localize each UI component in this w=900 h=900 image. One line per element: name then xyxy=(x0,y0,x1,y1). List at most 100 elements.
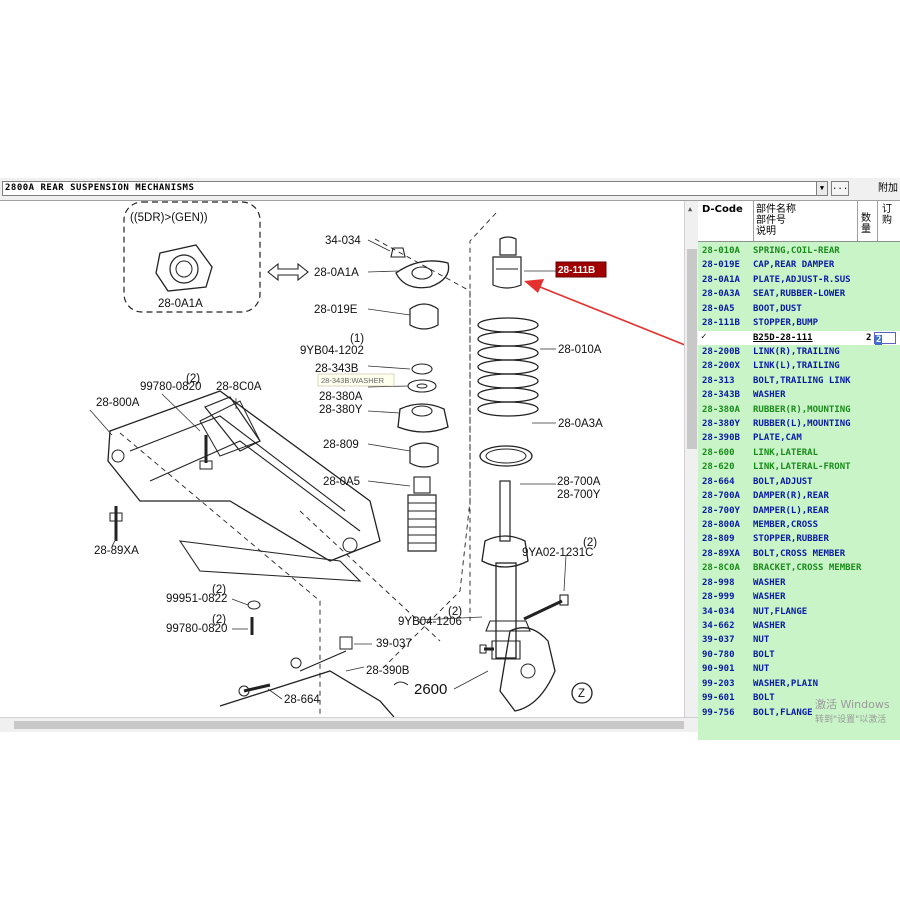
label-28-0A5[interactable]: 28-0A5 xyxy=(323,476,360,488)
label-9YB04-1202[interactable]: 9YB04-1202 xyxy=(300,345,364,357)
inset-title: ((5DR)>(GEN)) xyxy=(130,212,208,224)
part-code: 28-600 xyxy=(702,447,735,458)
column-header-qty[interactable]: 数 量 xyxy=(858,201,878,241)
label-28-8C0A[interactable]: 28-8C0A xyxy=(216,381,262,393)
damper-cap-drawing xyxy=(409,303,439,330)
part-description: BRACKET,CROSS MEMBER xyxy=(753,563,862,574)
header-order-line2: 购 xyxy=(882,215,892,226)
label-28-0A3A[interactable]: 28-0A3A xyxy=(558,418,603,430)
part-description: MEMBER,CROSS xyxy=(753,520,819,531)
chevron-down-icon[interactable]: ▼ xyxy=(816,181,828,196)
label-28-700Y[interactable]: 28-700Y xyxy=(557,489,601,501)
label-28-809[interactable]: 28-809 xyxy=(323,439,359,451)
callout-28-111B[interactable] xyxy=(555,261,607,278)
diagram-select[interactable]: 2800A REAR SUSPENSION MECHANISMS xyxy=(2,181,828,196)
short-bolt-drawing xyxy=(479,644,494,654)
washer-stack-drawing xyxy=(407,363,437,393)
part-code: 34-034 xyxy=(702,606,735,617)
part-code: 34-662 xyxy=(702,620,735,631)
part-code: 99-756 xyxy=(702,707,735,718)
label-2600[interactable]: 2600 xyxy=(414,681,447,698)
scroll-up-icon[interactable]: ▲ xyxy=(688,205,693,213)
label-28-019E[interactable]: 28-019E xyxy=(314,304,358,316)
part-description: LINK(L),TRAILING xyxy=(753,361,840,372)
label-39-037[interactable]: 39-037 xyxy=(376,638,412,650)
label-9YA02-1231C[interactable]: 9YA02-1231C xyxy=(522,547,593,559)
callout-label[interactable]: 28-111B xyxy=(558,265,595,276)
label-28-800A[interactable]: 28-800A xyxy=(96,397,140,409)
label-99780-0820-b[interactable]: 99780-0820 xyxy=(166,623,227,635)
part-code: 28-111B xyxy=(702,318,740,329)
row-checkbox-icon[interactable]: ✓ xyxy=(701,331,707,342)
label-28-343B[interactable]: 28-343B xyxy=(315,363,359,375)
column-header-dcode[interactable]: D-Code xyxy=(698,201,754,241)
header-partno-line: 部件号 xyxy=(756,215,786,226)
label-28-664[interactable]: 28-664 xyxy=(284,694,320,706)
diagram-horizontal-scrollbar[interactable] xyxy=(0,717,698,732)
add-button[interactable]: 附加 xyxy=(878,183,898,194)
label-99951-0822[interactable]: 99951-0822 xyxy=(166,593,227,605)
label-28-380Y[interactable]: 28-380Y xyxy=(319,404,363,416)
damper-drawing xyxy=(481,480,531,660)
order-quantity-input[interactable]: 2 xyxy=(874,331,896,345)
label-28-700A[interactable]: 28-700A xyxy=(557,476,601,488)
exploded-parts-diagram[interactable]: ((5DR)>(GEN)) 28-0A1A xyxy=(0,201,684,717)
diagram-vertical-scrollbar[interactable]: ▲ xyxy=(684,201,699,717)
scroll-thumb[interactable] xyxy=(687,249,697,449)
label-9YB04-1206[interactable]: 9YB04-1206 xyxy=(398,616,462,628)
activation-watermark-line1: 激活 Windows xyxy=(815,698,890,711)
label-28-89XA[interactable]: 28-89XA xyxy=(94,545,139,557)
part-description: SEAT,RUBBER-LOWER xyxy=(753,289,846,300)
label-28-010A[interactable]: 28-010A xyxy=(558,344,602,356)
column-header-name[interactable]: 部件名称 部件号 说明 xyxy=(754,201,858,241)
column-header-order[interactable]: 订 购 xyxy=(878,201,900,241)
part-description: PLATE,CAM xyxy=(753,433,802,444)
label-28-380A[interactable]: 28-380A xyxy=(319,391,363,403)
z-marker: Z xyxy=(571,682,593,704)
browse-button[interactable]: ... xyxy=(831,181,849,196)
coil-spring-drawing xyxy=(477,317,539,417)
tooltip-text: 28-343B:WASHER xyxy=(321,376,385,385)
label-34-034[interactable]: 34-034 xyxy=(325,235,361,247)
centerline-2 xyxy=(469,212,497,621)
label-28-390B[interactable]: 28-390B xyxy=(366,665,410,677)
label-28-0A1A[interactable]: 28-0A1A xyxy=(314,267,359,279)
scroll-thumb-horizontal[interactable] xyxy=(14,721,684,729)
label-99780-0820-a[interactable]: 99780-0820 xyxy=(140,381,201,393)
parts-list-header: D-Code 部件名称 部件号 说明 数 量 订 购 xyxy=(698,201,900,242)
